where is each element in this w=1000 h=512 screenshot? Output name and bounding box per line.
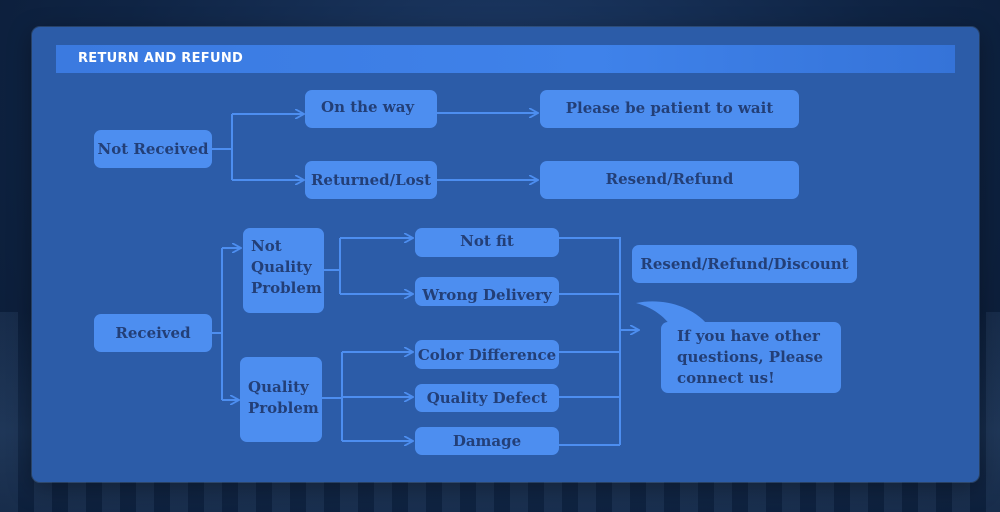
- merge-line: [559, 237, 621, 446]
- node-received: Received: [94, 314, 212, 352]
- node-wrong-delivery: Wrong Delivery: [415, 277, 559, 306]
- page-title: RETURN AND REFUND: [78, 51, 244, 66]
- connector-received: [212, 248, 223, 400]
- node-returned-lost: Returned/Lost: [305, 161, 437, 199]
- node-quality-defect: Quality Defect: [415, 384, 559, 412]
- connector-not-quality: [324, 238, 341, 294]
- node-resend-refund: Resend/Refund: [540, 161, 799, 199]
- title-bar: [56, 45, 955, 73]
- node-not-quality-problem: Not Quality Problem: [243, 228, 324, 313]
- connector-not-received: [212, 114, 233, 180]
- contact-note-bubble: If you have other questions, Please conn…: [661, 322, 841, 393]
- node-color-difference: Color Difference: [415, 340, 559, 369]
- node-damage: Damage: [415, 427, 559, 455]
- node-quality-problem: Quality Problem: [240, 357, 322, 442]
- node-on-the-way: On the way: [305, 90, 437, 128]
- node-resend-refund-discount: Resend/Refund/Discount: [632, 245, 857, 283]
- connector-quality: [322, 352, 343, 441]
- node-not-received: Not Received: [94, 130, 212, 168]
- node-not-fit: Not fit: [415, 228, 559, 257]
- node-please-wait: Please be patient to wait: [540, 90, 799, 128]
